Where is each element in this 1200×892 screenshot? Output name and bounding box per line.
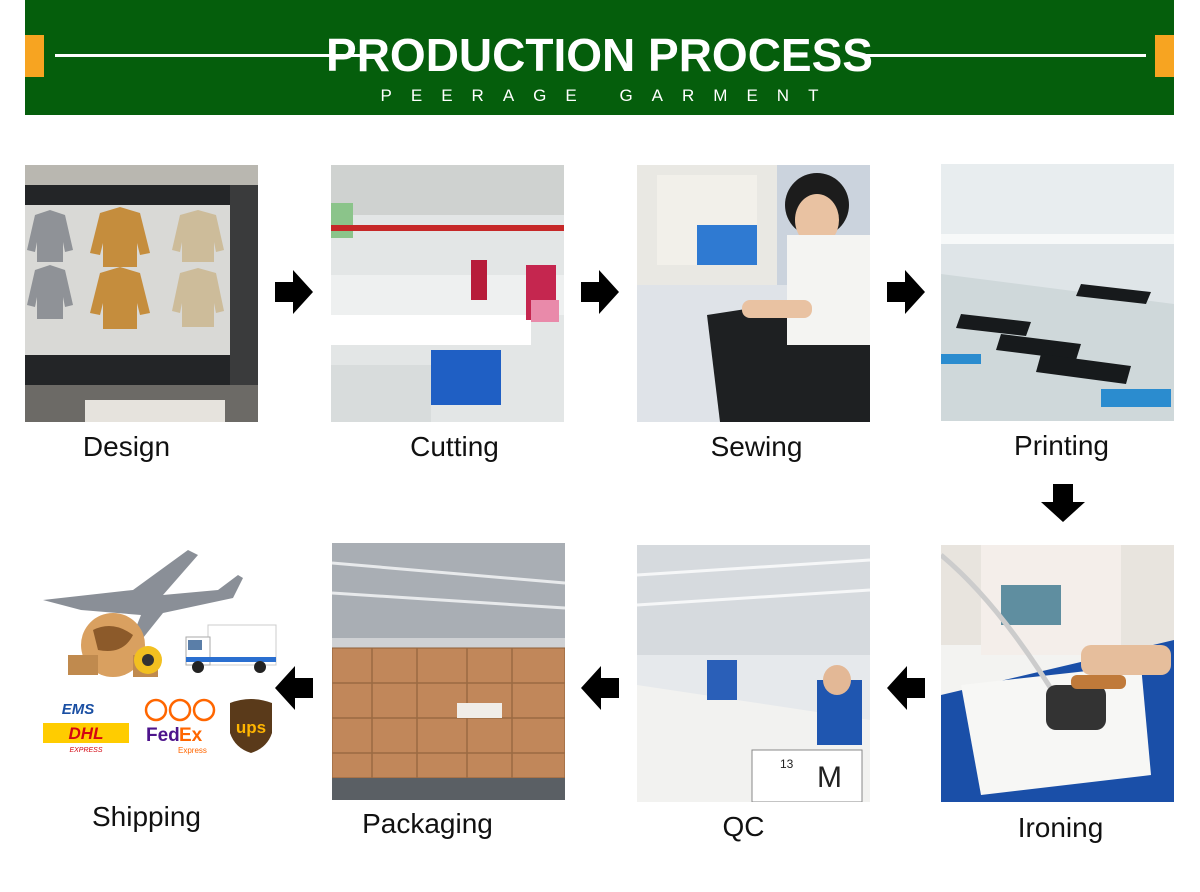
arrow-right-icon — [887, 270, 925, 314]
qc-tag-number: 13 — [780, 757, 794, 771]
right-rule — [863, 54, 1146, 57]
qc-tag-size: M — [817, 761, 842, 794]
packaging-photo — [332, 543, 565, 800]
step-label-packaging: Packaging — [362, 808, 493, 839]
right-accent-bar — [1155, 35, 1174, 77]
step-label-design: Design — [82, 431, 171, 462]
dhl-logo: DHL — [69, 724, 104, 743]
left-rule — [55, 54, 360, 57]
shipping-illustration: EMS DHL EXPRESS Fed Ex Express ups — [38, 545, 283, 760]
left-accent-bar — [25, 35, 44, 77]
cutting-photo — [331, 165, 564, 422]
page-subtitle: PEERAGE GARMENT — [380, 86, 838, 105]
page-title: PRODUCTION PROCESS — [326, 29, 873, 81]
fedex-sub: Express — [178, 746, 207, 755]
fedex-fed: Fed — [146, 725, 180, 746]
arrow-right-icon — [581, 270, 619, 314]
arrow-left-icon — [581, 666, 619, 710]
arrow-down-icon — [1041, 484, 1085, 522]
tnt-logo — [144, 698, 216, 722]
arrow-left-icon — [887, 666, 925, 710]
step-label-cutting: Cutting — [410, 431, 499, 462]
airplane-icon — [43, 550, 243, 638]
design-photo — [25, 165, 258, 422]
ups-logo: ups — [236, 718, 266, 737]
arrow-left-icon — [275, 666, 313, 710]
fedex-ex: Ex — [179, 725, 203, 746]
step-label-qc: QC — [722, 811, 765, 842]
sewing-photo — [637, 165, 870, 422]
step-label-sewing: Sewing — [710, 431, 803, 462]
printing-photo — [941, 164, 1174, 421]
header-banner: PRODUCTION PROCESS PEERAGE GARMENT — [25, 0, 1174, 115]
step-label-ironing: Ironing — [1017, 812, 1104, 843]
ironing-photo — [941, 545, 1174, 802]
step-label-printing: Printing — [1014, 430, 1109, 461]
dhl-sub: EXPRESS — [69, 747, 102, 754]
ems-logo: EMS — [62, 701, 95, 718]
arrow-right-icon — [275, 270, 313, 314]
qc-photo: 13 M — [637, 545, 870, 802]
truck-icon — [185, 624, 277, 673]
step-label-shipping: Shipping — [92, 801, 201, 832]
